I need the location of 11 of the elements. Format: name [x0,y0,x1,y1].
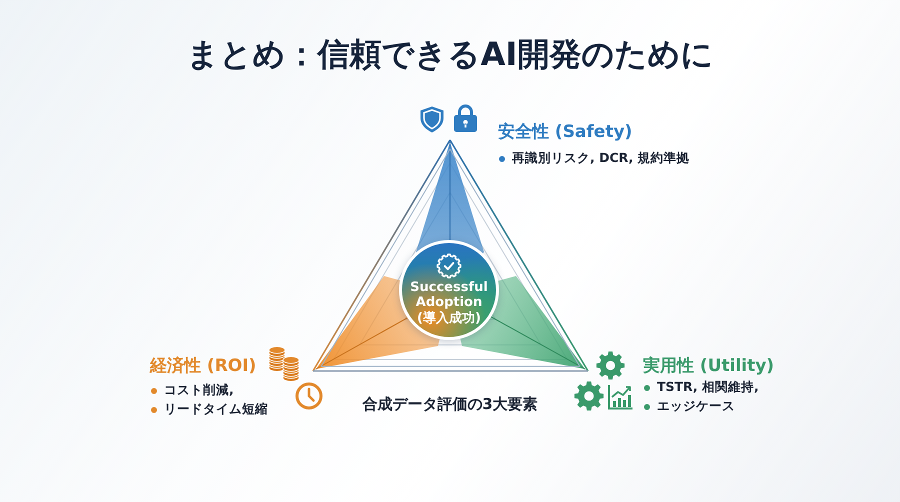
bullet-text: コスト削減, [164,382,234,399]
section-heading: 経済性 (ROI) [150,355,256,377]
bullet-text: 再識別リスク, DCR, 規約準拠 [512,150,690,167]
bullet-text: エッジケース [657,398,735,415]
section-heading: 実用性 (Utility) [643,355,774,377]
section-heading: 安全性 (Safety) [498,121,632,143]
bullet-text: TSTR, 相関維持, [657,379,759,396]
node-text: Successful Adoption (導入成功) [409,280,489,326]
title: まとめ：信頼できるAI開発のために [186,35,714,73]
bullet-text: リードタイム短縮 [164,401,268,418]
subtitle-text: 合成データ評価の3大要素 [362,395,538,413]
